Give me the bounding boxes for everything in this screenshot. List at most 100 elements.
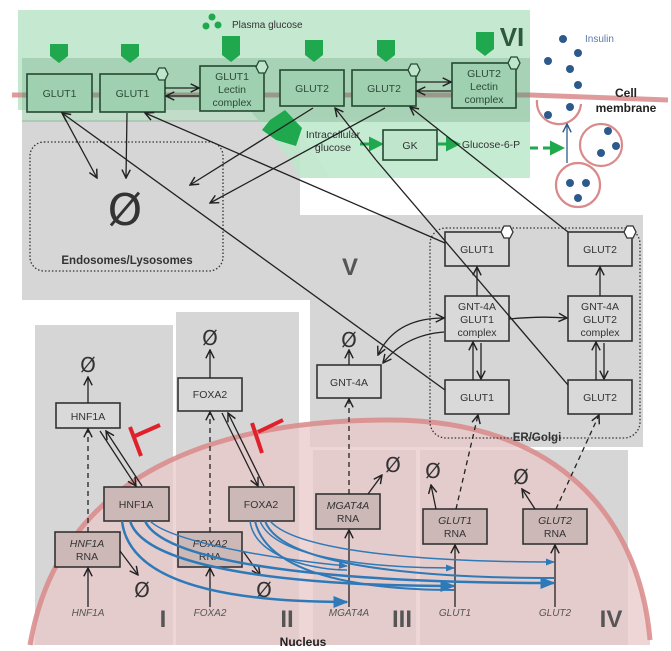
foxa2-protein-cytoplasm[interactable]: FOXA2 bbox=[177, 377, 243, 412]
glut2-rna-degradation-arrow bbox=[522, 489, 536, 510]
glut2-gene-label: GLUT2 bbox=[539, 608, 572, 619]
svg-text:GLUT2: GLUT2 bbox=[538, 515, 572, 527]
glycan-hexagon-icon bbox=[500, 225, 514, 239]
transport-arrow-icon bbox=[50, 44, 68, 63]
svg-text:GLUT1: GLUT1 bbox=[460, 392, 494, 404]
foxa2-protein-nucleus[interactable]: FOXA2 bbox=[228, 486, 295, 522]
foxa2-inhibition-icon bbox=[250, 418, 284, 454]
svg-text:GLUT2: GLUT2 bbox=[467, 68, 501, 80]
er-node-glut1-glycosylated[interactable]: GLUT1 bbox=[444, 225, 514, 267]
svg-text:GLUT2: GLUT2 bbox=[295, 83, 329, 95]
glycan-hexagon-icon bbox=[507, 56, 521, 70]
nucleus bbox=[27, 417, 653, 646]
region-iv-label: IV bbox=[600, 606, 623, 633]
region-ii-label: II bbox=[280, 606, 293, 633]
glut1-rna-degradation-symbol: Ø bbox=[425, 459, 441, 483]
svg-text:RNA: RNA bbox=[544, 528, 566, 540]
er-node-glut1[interactable]: GLUT1 bbox=[444, 379, 510, 415]
svg-text:complex: complex bbox=[464, 94, 504, 106]
hnf1a-gene-label: HNF1A bbox=[72, 608, 105, 619]
er-node-gnt4a-glut2-complex[interactable]: GNT-4A GLUT2 complex bbox=[567, 295, 633, 342]
svg-text:GLUT1: GLUT1 bbox=[460, 314, 494, 326]
er-node-gnt4a-glut1-complex[interactable]: GNT-4A GLUT1 complex bbox=[444, 295, 510, 342]
hnf1a-protein-cytoplasm[interactable]: HNF1A bbox=[55, 402, 121, 429]
foxa2-gene-label: FOXA2 bbox=[194, 608, 227, 619]
region-iii-label: III bbox=[392, 606, 412, 633]
region-v-label: V bbox=[342, 254, 358, 281]
glut1-gene-label: GLUT1 bbox=[439, 608, 471, 619]
transport-arrow-icon bbox=[305, 40, 323, 62]
svg-text:MGAT4A: MGAT4A bbox=[327, 500, 369, 512]
glut1-rna-degradation-arrow bbox=[431, 485, 436, 510]
svg-text:Lectin: Lectin bbox=[470, 81, 498, 93]
nucleus-label: Nucleus bbox=[280, 635, 327, 649]
hnf1a-rna-degradation-symbol: Ø bbox=[134, 578, 150, 602]
svg-text:FOXA2: FOXA2 bbox=[193, 389, 228, 401]
glycan-hexagon-icon bbox=[623, 225, 637, 239]
trafficking-edges bbox=[62, 107, 569, 391]
membrane-node-glut1[interactable]: GLUT1 bbox=[26, 73, 93, 113]
insulin-label: Insulin bbox=[585, 34, 614, 45]
foxa2-rna-degradation-symbol: Ø bbox=[256, 578, 272, 602]
region-v-background bbox=[22, 120, 643, 447]
glycan-hexagon-icon bbox=[255, 60, 269, 74]
membrane-node-glut2[interactable]: GLUT2 bbox=[279, 69, 345, 107]
svg-text:GLUT2: GLUT2 bbox=[583, 244, 617, 256]
svg-text:FOXA2: FOXA2 bbox=[244, 499, 279, 511]
glut2-rna[interactable]: GLUT2 RNA bbox=[522, 508, 588, 545]
svg-text:GLUT2: GLUT2 bbox=[583, 392, 617, 404]
intracellular-glucose-label: Intracellular bbox=[306, 129, 361, 141]
svg-text:RNA: RNA bbox=[444, 528, 466, 540]
svg-text:HNF1A: HNF1A bbox=[119, 499, 153, 511]
plasma-glucose-label: Plasma glucose bbox=[232, 20, 303, 31]
membrane-node-glut2-glycosylated[interactable]: GLUT2 bbox=[351, 63, 421, 107]
membrane-node-glut2-lectin-complex[interactable]: GLUT2 Lectin complex bbox=[451, 56, 521, 109]
transport-arrow-icon bbox=[121, 44, 139, 63]
svg-text:GLUT1: GLUT1 bbox=[215, 71, 249, 83]
membrane-node-glut1-lectin-complex[interactable]: GLUT1 Lectin complex bbox=[199, 60, 269, 112]
gk-node[interactable]: GK bbox=[382, 129, 438, 161]
cell-membrane-label: Cell bbox=[615, 86, 637, 100]
hnf1a-protein-nucleus[interactable]: HNF1A bbox=[103, 486, 170, 522]
svg-text:GLUT1: GLUT1 bbox=[43, 88, 77, 100]
svg-text:RNA: RNA bbox=[337, 513, 359, 525]
region-i-label: I bbox=[160, 606, 167, 633]
svg-text:Lectin: Lectin bbox=[218, 84, 246, 96]
transport-arrow-icon bbox=[476, 32, 494, 56]
gnt4a-node[interactable]: GNT-4A bbox=[316, 364, 382, 399]
svg-text:HNF1A: HNF1A bbox=[70, 538, 104, 550]
er-node-glut2-glycosylated[interactable]: GLUT2 bbox=[567, 225, 637, 267]
glycan-hexagon-icon bbox=[407, 63, 421, 77]
foxa2-degradation-symbol: Ø bbox=[202, 326, 218, 350]
transcription-regulation-arrows bbox=[120, 520, 556, 608]
svg-text:GK: GK bbox=[402, 140, 417, 152]
region-vi-label: VI bbox=[500, 22, 525, 52]
endosome-degradation-symbol: Ø bbox=[108, 185, 143, 236]
gnt4a-degradation-symbol: Ø bbox=[341, 328, 357, 352]
foxa2-rna-degradation-arrow bbox=[242, 550, 260, 575]
svg-text:GLUT2: GLUT2 bbox=[583, 314, 617, 326]
mgat4a-rna[interactable]: MGAT4A RNA bbox=[315, 493, 381, 530]
svg-text:GNT-4A: GNT-4A bbox=[581, 301, 619, 313]
lectin-binding-arrows bbox=[165, 82, 451, 96]
mgat4a-rna-degradation-arrow bbox=[367, 475, 382, 495]
hnf1a-degradation-symbol: Ø bbox=[80, 353, 96, 377]
mgat4a-gene-label: MGAT4A bbox=[329, 608, 370, 619]
svg-text:complex: complex bbox=[457, 327, 497, 339]
insulin-granules bbox=[535, 35, 624, 209]
cell-membrane-label-2: membrane bbox=[596, 101, 657, 115]
mgat4a-rna-degradation-symbol: Ø bbox=[385, 453, 401, 477]
hnf1a-rna[interactable]: HNF1A RNA bbox=[54, 531, 121, 568]
endosomes-lysosomes-label: Endosomes/Lysosomes bbox=[61, 255, 192, 267]
svg-text:GLUT2: GLUT2 bbox=[367, 83, 401, 95]
plasma-glucose-icon bbox=[202, 13, 222, 30]
hnf1a-inhibition-icon bbox=[128, 423, 161, 457]
glut1-translation-arrow bbox=[455, 415, 478, 510]
svg-text:complex: complex bbox=[580, 327, 620, 339]
svg-text:GLUT1: GLUT1 bbox=[116, 88, 150, 100]
svg-text:GNT-4A: GNT-4A bbox=[458, 301, 496, 313]
glut1-rna[interactable]: GLUT1 RNA bbox=[422, 508, 488, 545]
membrane-node-glut1-glycosylated[interactable]: GLUT1 bbox=[99, 67, 169, 113]
er-node-glut2[interactable]: GLUT2 bbox=[567, 379, 633, 415]
